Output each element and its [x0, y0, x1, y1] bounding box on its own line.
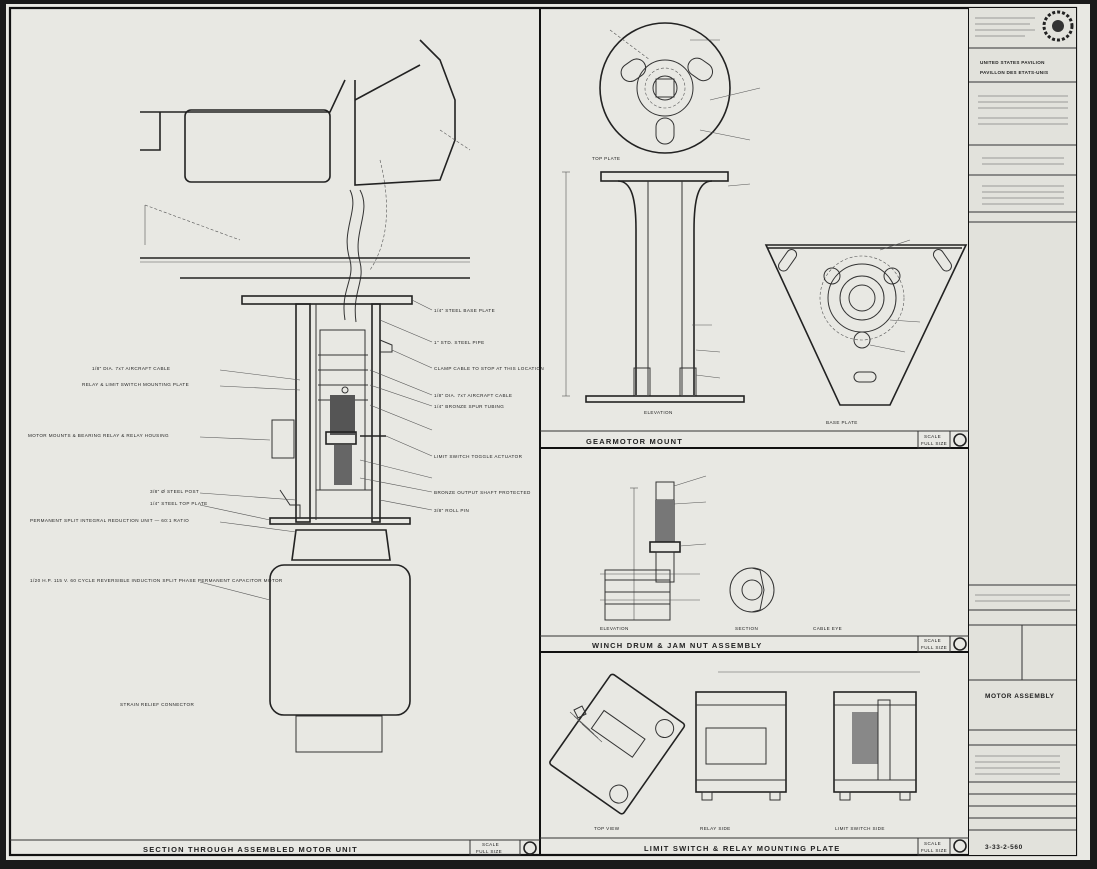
callout-clamp-cable: CLAMP CABLE TO STOP AT THIS LOCATION [434, 366, 544, 371]
callout-toggle-actuator: LIMIT SWITCH TOGGLE ACTUATOR [434, 454, 523, 459]
callout-aircraft-cable: 1/8" DIA. 7x7 AIRCRAFT CABLE [92, 366, 170, 371]
label-base-plate: BASE PLATE [826, 420, 858, 425]
limit-scale-label: SCALE [924, 841, 941, 846]
callout-roll-pin: 3/8" ROLL PIN [434, 508, 469, 513]
callout-steel-top-plate: 1/4" STEEL TOP PLATE [150, 501, 208, 506]
gearmotor-scale-value: FULL SIZE [921, 441, 947, 446]
agency-name: UNITED STATES PAVILION [980, 60, 1045, 65]
section-scale-value: FULL SIZE [476, 849, 502, 854]
limit-scale-value: FULL SIZE [921, 848, 947, 853]
label-top-view: TOP VIEW [594, 826, 620, 831]
label-limit-switch-side: LIMIT SWITCH SIDE [835, 826, 885, 831]
gearmotor-mount-view: TOP PLATE ELEVATION BASE PLA [540, 22, 969, 449]
callout-strain-relief: STRAIN RELIEF CONNECTOR [120, 702, 194, 707]
callout-steel-post: 3/8" Ø STEEL POST [150, 489, 199, 494]
label-relay-side: RELAY SIDE [700, 826, 731, 831]
callout-steel-base-plate: 1/4" STEEL BASE PLATE [434, 308, 495, 313]
limit-panel-title: LIMIT SWITCH & RELAY MOUNTING PLATE [644, 844, 840, 853]
winch-scale-label: SCALE [924, 638, 941, 643]
label-cable-eye: CABLE EYE [813, 626, 842, 631]
callout-steel-pipe: 1" STD. STEEL PIPE [434, 340, 485, 345]
winch-panel-title: WINCH DRUM & JAM NUT ASSEMBLY [592, 641, 763, 650]
winch-drum-view: ELEVATION SECTION CABLE EYE WINCH DRUM &… [540, 475, 969, 653]
section-panel-title: SECTION THROUGH ASSEMBLED MOTOR UNIT [143, 845, 358, 854]
label-elevation: ELEVATION [644, 410, 673, 415]
callout-reduction-unit: PERMANENT SPLIT INTEGRAL REDUCTION UNIT … [30, 518, 189, 523]
agency-name-fr: PAVILLON DES ETATS-UNIS [980, 70, 1048, 75]
callout-aircraft-cable-2: 1/8" DIA. 7x7 AIRCRAFT CABLE [434, 393, 512, 398]
label-top-plate: TOP PLATE [592, 156, 620, 161]
gearmotor-scale-label: SCALE [924, 434, 941, 439]
limit-switch-view: TOP VIEW RELAY SIDE LIMIT SWITCH SIDE LI… [540, 671, 969, 856]
gearmotor-panel-title: GEARMOTOR MOUNT [586, 437, 683, 446]
callout-motor-spec: 1/20 H.P. 115 V. 60 CYCLE REVERSIBLE IND… [30, 578, 283, 583]
seal-icon [1042, 10, 1074, 42]
paper [6, 4, 1090, 860]
label-winch-section: SECTION [735, 626, 758, 631]
title-block: UNITED STATES PAVILION PAVILLON DES ETAT… [969, 8, 1076, 855]
callout-output-shaft: BRONZE OUTPUT SHAFT PROTECTED [434, 490, 531, 495]
callout-relay-mounting-plate: RELAY & LIMIT SWITCH MOUNTING PLATE [82, 382, 189, 387]
section-scale-label: SCALE [482, 842, 499, 847]
label-winch-elevation: ELEVATION [600, 626, 629, 631]
callout-motor-mounts: MOTOR MOUNTS & BEARING RELAY & RELAY HOU… [28, 433, 169, 438]
section-view: 1/8" DIA. 7x7 AIRCRAFT CABLE RELAY & LIM… [10, 39, 544, 856]
sheet-number: 3-33-2-560 [985, 844, 1023, 851]
drawing-title: MOTOR ASSEMBLY [985, 693, 1055, 700]
callout-bronze-tubing: 1/4" BRONZE SPUR TUBING [434, 404, 504, 409]
winch-scale-value: FULL SIZE [921, 645, 947, 650]
